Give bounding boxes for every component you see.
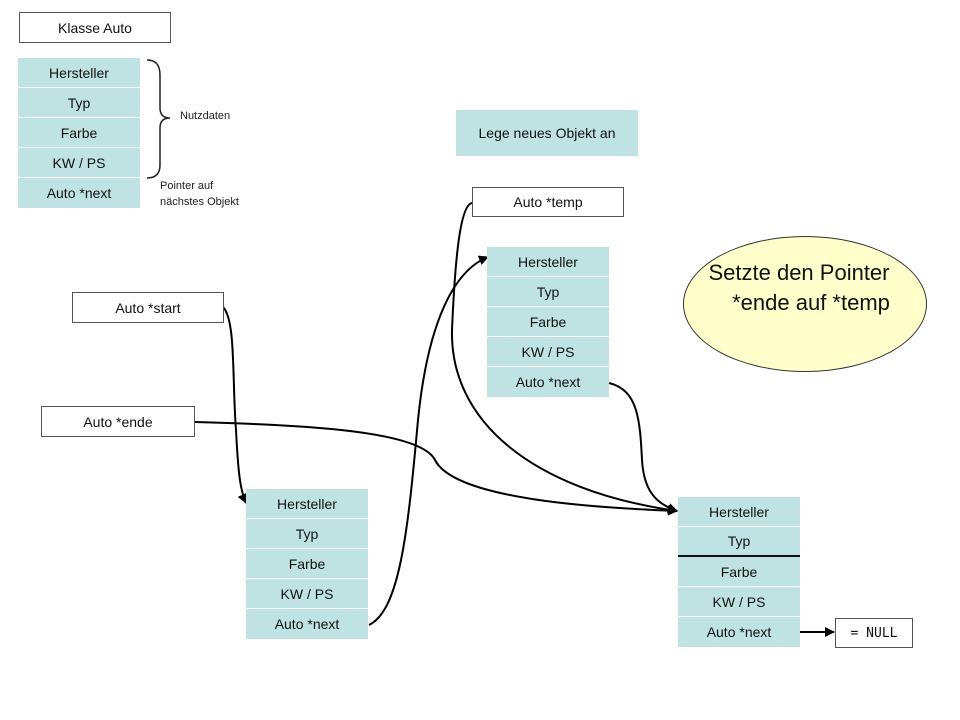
field-kw-ps: KW / PS (246, 579, 368, 609)
field-next: Auto *next (246, 609, 368, 639)
temp-pointer-box: Auto *temp (472, 187, 624, 217)
field-kw-ps: KW / PS (487, 337, 609, 367)
start-object-node: Hersteller Typ Farbe KW / PS Auto *next (246, 489, 368, 639)
start-pointer-label: Auto *start (115, 299, 181, 316)
callout-text: Setzte den Pointer *ende auf *temp (683, 258, 927, 318)
null-box: = NULL (835, 618, 913, 648)
node1-next-arrow (368, 255, 489, 626)
end-object-node: Hersteller Typ Farbe KW / PS Auto *next (678, 497, 800, 647)
pointer-label-line2: nächstes Objekt (160, 196, 239, 208)
class-definition-node: Hersteller Typ Farbe KW / PS Auto *next (18, 58, 140, 208)
field-typ: Typ (246, 519, 368, 549)
field-farbe: Farbe (487, 307, 609, 337)
field-farbe: Farbe (678, 557, 800, 587)
temp-object-node: Hersteller Typ Farbe KW / PS Auto *next (487, 247, 609, 397)
pointer-label-line1: Pointer auf (160, 180, 214, 192)
field-hersteller: Hersteller (18, 58, 140, 88)
action-box: Lege neues Objekt an (456, 110, 638, 156)
field-typ: Typ (678, 527, 800, 557)
node2-next-arrow (608, 382, 678, 513)
callout-ellipse (683, 236, 927, 372)
action-label: Lege neues Objekt an (478, 125, 616, 141)
start-arrow (222, 306, 247, 504)
start-pointer-box: Auto *start (72, 292, 224, 323)
field-hersteller: Hersteller (678, 497, 800, 527)
field-next: Auto *next (487, 367, 609, 397)
field-next: Auto *next (18, 178, 140, 208)
pointer-label: Pointer auf nächstes Objekt (160, 178, 239, 210)
field-farbe: Farbe (18, 118, 140, 148)
temp-arrow (450, 202, 678, 515)
field-kw-ps: KW / PS (18, 148, 140, 178)
null-label: = NULL (850, 625, 898, 641)
ende-pointer-label: Auto *ende (83, 413, 153, 430)
field-kw-ps: KW / PS (678, 587, 800, 617)
field-farbe: Farbe (246, 549, 368, 579)
field-typ: Typ (18, 88, 140, 118)
nutzdaten-label: Nutzdaten (180, 110, 231, 122)
class-title: Klasse Auto (58, 19, 132, 36)
callout-line2: *ende auf *temp (732, 290, 890, 315)
temp-pointer-label: Auto *temp (513, 194, 583, 210)
field-hersteller: Hersteller (246, 489, 368, 519)
class-title-box: Klasse Auto (19, 12, 171, 43)
field-next: Auto *next (678, 617, 800, 647)
ende-pointer-box: Auto *ende (41, 406, 195, 437)
field-hersteller: Hersteller (487, 247, 609, 277)
ende-arrow (194, 421, 678, 516)
field-typ: Typ (487, 277, 609, 307)
callout-line1: Setzte den Pointer (708, 260, 890, 285)
nutzdaten-brace (146, 59, 171, 179)
